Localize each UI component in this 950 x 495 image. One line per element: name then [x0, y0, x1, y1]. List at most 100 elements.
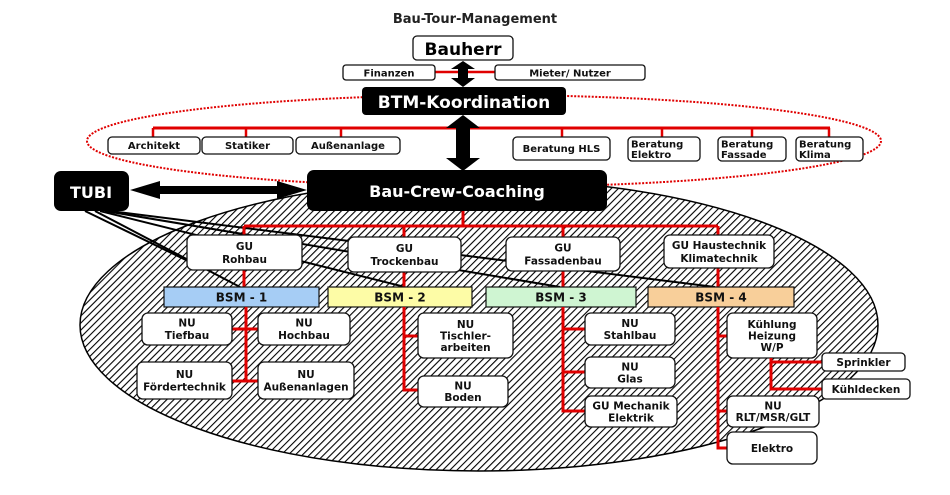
bsm3-nu-2-label: GU Mechanik [592, 400, 670, 412]
bsm2-nu-0-label: NU [457, 319, 474, 331]
bsm4-nu-0-label: Heizung [748, 330, 796, 342]
bsm2-nu-0-frame [417, 312, 514, 359]
tubi-line-bsm1 [94, 210, 241, 288]
bau-crew-coaching-box[interactable] [307, 170, 607, 211]
consultant-6-frame [795, 136, 864, 162]
bsm1-nu-3-label: Außenanlagen [263, 382, 348, 394]
gu-box-2-frame [505, 236, 621, 272]
bsm3-trunk [561, 307, 585, 413]
bsm-label: BSM - 3 [535, 291, 586, 305]
bsm-frame [647, 286, 795, 308]
bsm4-nu-1-label: RLT/MSR/GLT [736, 412, 812, 424]
bsm-frame [485, 286, 637, 308]
finanzen-label: Finanzen [364, 69, 415, 80]
bsm1-nu-0-label: Tiefbau [165, 330, 210, 342]
bsm-label: BSM - 1 [216, 291, 267, 305]
mieter-box[interactable] [494, 64, 646, 81]
consultant-3-frame [512, 136, 611, 161]
consultant-5-label: Fassade [721, 150, 767, 161]
tubi-line-bsm3 [104, 210, 561, 288]
consultant-4-label: Elektro [631, 150, 671, 161]
gu-box-0-label: GU [236, 241, 253, 253]
bsm3-nu-1-label: NU [621, 361, 638, 373]
tubi-box[interactable] [54, 171, 129, 211]
bsm3-nu-1-frame [584, 356, 676, 389]
bsm1-nu-1-label: Hochbau [278, 330, 330, 342]
gu-drops [242, 226, 720, 287]
kuehlung-sub-1[interactable]: Kühldecken [821, 378, 911, 400]
bsm1-nu-3-label: NU [297, 369, 314, 381]
btm-koordination-box[interactable] [362, 87, 566, 115]
bsm4-nu-2[interactable]: Elektro [726, 431, 818, 465]
bsm-label: BSM - 4 [695, 291, 746, 305]
gu-box-3-label: GU Haustechnik [672, 240, 767, 252]
bsm-box-2[interactable]: BSM - 2 [327, 286, 473, 308]
subtrees: NUTiefbauNUHochbauNUFördertechnikNUAußen… [136, 307, 911, 465]
bsm4-nu-2-label: Elektro [751, 443, 793, 455]
bsm2-nu-1-label: NU [454, 381, 471, 393]
gu-box-2-label: Fassadenbau [524, 255, 601, 267]
gu-box-1-frame [347, 236, 462, 273]
bsm1-nu-0-frame [141, 312, 233, 346]
gu-box-0-label: Rohbau [222, 254, 267, 266]
bsm-box-1[interactable]: BSM - 1 [163, 286, 320, 308]
bauherr-box[interactable] [412, 35, 514, 61]
bsm1-nu-2-label: Fördertechnik [143, 382, 227, 394]
mieter-label: Mieter/ Nutzer [529, 69, 611, 80]
bsm-frame [327, 286, 473, 308]
bsm2-nu-1-frame [417, 375, 509, 408]
consultant-2-label: Außenanlage [311, 141, 385, 152]
gu-box-0-frame [186, 234, 303, 271]
bsm-box-4[interactable]: BSM - 4 [647, 286, 795, 308]
consultant-1[interactable]: Statiker [201, 136, 294, 155]
gu-box-2-label: GU [554, 242, 571, 254]
consultant-0-label: Architekt [128, 141, 180, 152]
consultant-5-label: Beratung [721, 139, 773, 150]
kuehlung-sub-0-frame [821, 352, 906, 372]
bsm-box-3[interactable]: BSM - 3 [485, 286, 637, 308]
consultant-0[interactable]: Architekt [107, 136, 201, 155]
btm-coaching-arrow-icon [446, 115, 480, 171]
kuehlung-sub-0[interactable]: Sprinkler [821, 352, 906, 372]
consultant-4-frame [627, 136, 701, 162]
kuehlung-sub-0-label: Sprinkler [836, 357, 891, 369]
bsm3-nu-1-label: Glas [617, 373, 643, 385]
consultant-0-frame [107, 136, 201, 155]
bsm3-nu-2-label: Elektrik [608, 412, 655, 424]
consultant-2[interactable]: Außenanlage [295, 136, 401, 155]
consultant-5-frame [717, 136, 787, 162]
bsm4-nu-2-frame [726, 431, 818, 465]
bsm1-nu-2-frame [136, 361, 233, 400]
bsm1-nu-3-frame [257, 361, 355, 400]
bsm4-nu-0-label: W/P [760, 342, 783, 354]
finanzen-box[interactable] [342, 64, 436, 81]
bsm4-nu-1-label: NU [764, 401, 781, 413]
consultant-3[interactable]: Beratung HLS [512, 136, 611, 161]
btm-koordination-label: BTM-Koordination [378, 93, 550, 113]
tubi-coaching-arrow-icon [130, 181, 307, 199]
bsm-label: BSM - 2 [374, 291, 425, 305]
consultant-3-label: Beratung HLS [523, 144, 601, 155]
consultants-group: Architekt Statiker Außenanlage Beratung HLS… [107, 136, 864, 162]
bsm2-nu-1-label: Boden [444, 392, 481, 404]
bsm2-nu-0-label: Tischler- [440, 330, 491, 342]
